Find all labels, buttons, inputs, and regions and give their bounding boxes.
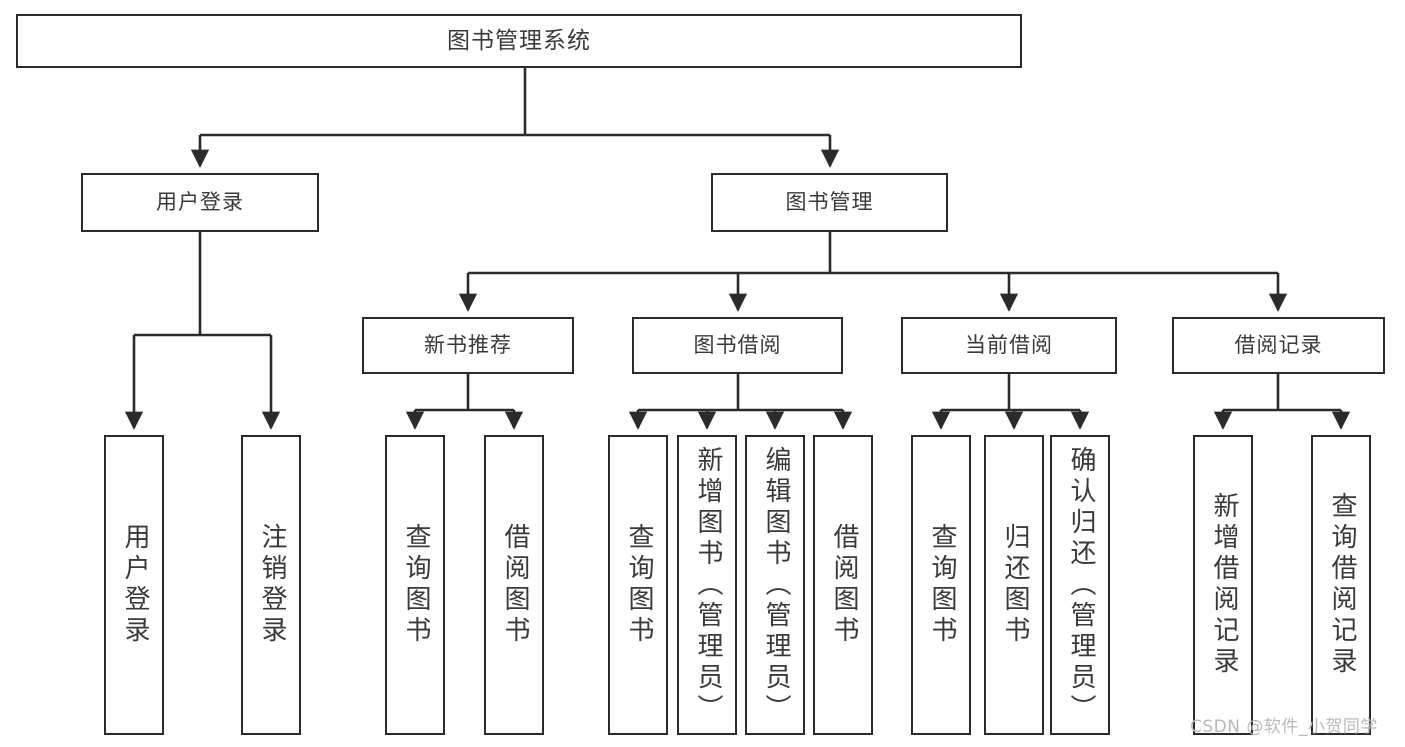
leaf-query-book-current[interactable]: 查询图书 xyxy=(911,435,971,735)
node-label: 查询图书 xyxy=(926,523,957,647)
node-label: 借阅图书 xyxy=(499,523,530,647)
leaf-add-borrow-record[interactable]: 新增借阅记录 xyxy=(1193,435,1253,735)
leaf-query-book-recommend[interactable]: 查询图书 xyxy=(385,435,445,735)
node-label: 归还图书 xyxy=(999,523,1030,647)
node-label: 查询借阅记录 xyxy=(1326,492,1357,678)
node-label: 用户登录 xyxy=(119,523,150,647)
node-label: 用户登录 xyxy=(156,190,244,215)
node-current-borrow[interactable]: 当前借阅 xyxy=(901,317,1117,374)
leaf-add-book-admin[interactable]: 新增图书（管理员） xyxy=(677,435,737,735)
csdn-watermark: CSDN @软件_小贺同学 xyxy=(1190,717,1378,737)
node-label: 当前借阅 xyxy=(965,333,1053,358)
leaf-query-book[interactable]: 查询图书 xyxy=(608,435,668,735)
leaf-return-book[interactable]: 归还图书 xyxy=(984,435,1044,735)
leaf-borrow-book-recommend[interactable]: 借阅图书 xyxy=(484,435,544,735)
node-root-system[interactable]: 图书管理系统 xyxy=(16,14,1022,68)
node-label: 新增图书（管理员） xyxy=(692,445,723,725)
leaf-edit-book-admin[interactable]: 编辑图书（管理员） xyxy=(745,435,805,735)
node-label: 编辑图书（管理员） xyxy=(760,445,791,725)
node-user-login[interactable]: 用户登录 xyxy=(81,173,319,232)
node-label: 图书管理 xyxy=(785,190,874,215)
leaf-borrow-book[interactable]: 借阅图书 xyxy=(813,435,873,735)
leaf-logout[interactable]: 注销登录 xyxy=(241,435,301,735)
node-book-borrow[interactable]: 图书借阅 xyxy=(632,317,843,374)
leaf-confirm-return-admin[interactable]: 确认归还（管理员） xyxy=(1050,435,1110,735)
node-label: 新书推荐 xyxy=(424,333,512,358)
node-book-management[interactable]: 图书管理 xyxy=(711,173,948,232)
node-label: 确认归还（管理员） xyxy=(1065,445,1096,725)
leaf-user-login[interactable]: 用户登录 xyxy=(104,435,164,735)
node-label: 图书管理系统 xyxy=(447,27,591,54)
node-label: 新增借阅记录 xyxy=(1208,492,1239,678)
node-new-book-recommend[interactable]: 新书推荐 xyxy=(362,317,574,374)
node-label: 借阅图书 xyxy=(828,523,859,647)
node-label: 注销登录 xyxy=(256,523,287,647)
node-label: 查询图书 xyxy=(623,523,654,647)
node-label: 借阅记录 xyxy=(1234,333,1323,358)
node-borrow-record[interactable]: 借阅记录 xyxy=(1172,317,1385,374)
node-label: 查询图书 xyxy=(400,523,431,647)
leaf-query-borrow-record[interactable]: 查询借阅记录 xyxy=(1311,435,1371,735)
node-label: 图书借阅 xyxy=(693,333,782,358)
